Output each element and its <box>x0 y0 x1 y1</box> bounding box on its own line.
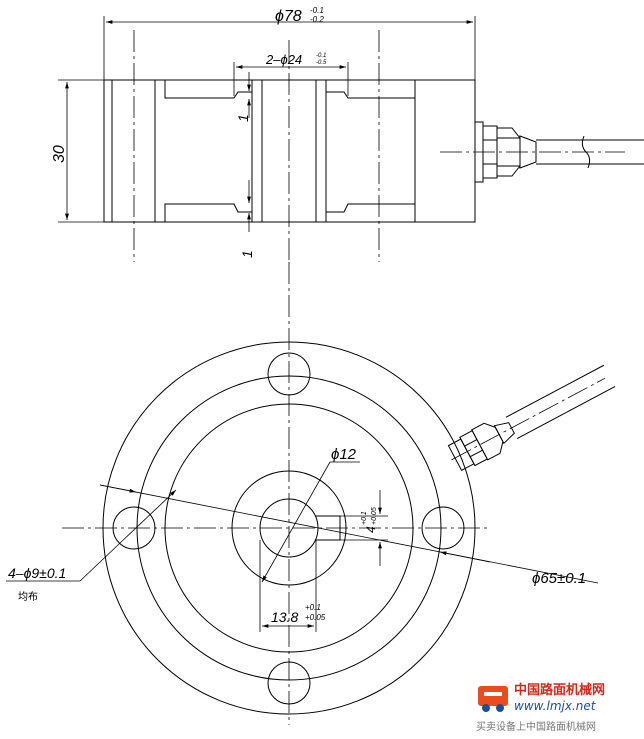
key-depth-tol-lower: +0.05 <box>371 507 378 525</box>
body-outline <box>103 79 476 223</box>
width-tol-upper: +0.1 <box>305 603 321 612</box>
side-view <box>58 16 644 262</box>
pcd-label: ϕ65±0.1 <box>532 570 586 587</box>
key-depth-label: 4 <box>364 526 378 533</box>
four-holes-note: 均布 <box>18 591 38 603</box>
width-tol-lower: +0.05 <box>305 613 326 622</box>
watermark-logo-icon <box>478 686 508 712</box>
watermark-url: www.lmjx.net <box>514 699 597 713</box>
gap-bottom-label: 1 <box>239 250 255 258</box>
key-depth-tol-upper: +0.1 <box>361 511 368 525</box>
inner-dia-label: ϕ12 <box>331 446 357 463</box>
width-label: 13.8 <box>271 609 298 625</box>
holes-top-tol-lower: -0.5 <box>316 60 327 66</box>
watermark-title: 中国路面机械网 <box>514 682 605 698</box>
holes-top-label: 2–ϕ24 <box>265 52 302 67</box>
height-label: 30 <box>51 145 68 163</box>
holes-top-tol-upper: -0.1 <box>316 53 326 59</box>
watermark: 中国路面机械网 www.lmjx.net 买卖设备上中国路面机械网 <box>476 682 605 733</box>
outer-dia-label: ϕ78 <box>275 8 302 25</box>
watermark-tagline: 买卖设备上中国路面机械网 <box>476 720 596 733</box>
top-view <box>6 262 616 725</box>
gap-top-label: 1 <box>235 114 251 122</box>
outer-dia-tol-lower: -0.2 <box>310 15 324 24</box>
four-holes-label: 4–ϕ9±0.1 <box>8 565 66 581</box>
outer-dia-tol-upper: -0.1 <box>310 6 324 15</box>
